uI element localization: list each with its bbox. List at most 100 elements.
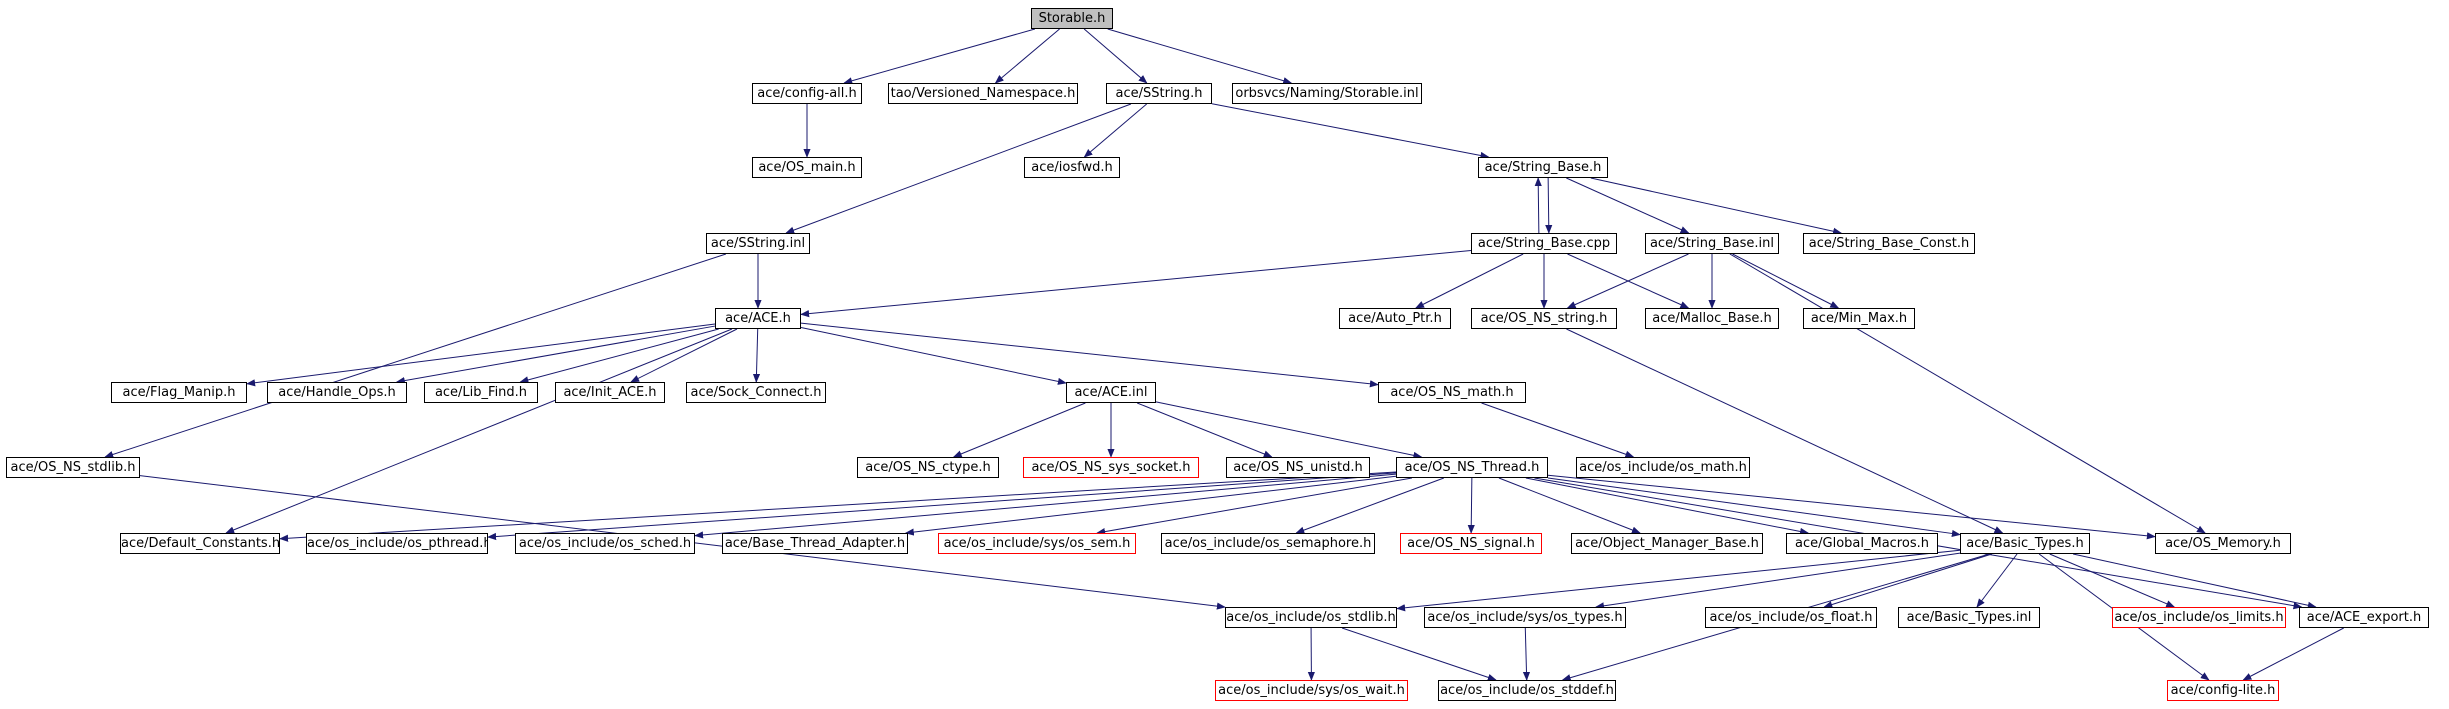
edge-ace_h-to-os_ns_math xyxy=(800,322,1379,388)
node-string-base-const-h[interactable]: ace/String_Base_Const.h xyxy=(1803,233,1975,254)
edge-string_base_inl-to-os_ns_string xyxy=(1566,253,1689,309)
edge-storable_h-to-versioned_ns xyxy=(994,28,1060,84)
node-os-wait-h[interactable]: ace/os_include/sys/os_wait.h xyxy=(1215,680,1408,701)
node-storable-inl[interactable]: orbsvcs/Naming/Storable.inl xyxy=(1232,83,1422,104)
node-ace-inl[interactable]: ace/ACE.inl xyxy=(1066,382,1156,403)
edge-basic_types_h-to-basic_types_inl xyxy=(1976,553,2018,608)
node-os-stddef-h[interactable]: ace/os_include/os_stddef.h xyxy=(1438,680,1616,701)
edge-os_ns_thread-to-os_memory xyxy=(1547,474,2156,540)
node-min-max-h[interactable]: ace/Min_Max.h xyxy=(1803,308,1915,329)
node-iosfwd-h[interactable]: ace/iosfwd.h xyxy=(1024,157,1120,178)
node-config-all-h[interactable]: ace/config-all.h xyxy=(752,83,862,104)
node-global-macros-h[interactable]: ace/Global_Macros.h xyxy=(1786,533,1938,554)
edge-ace_export-to-config_lite xyxy=(2242,627,2344,681)
edge-os_types-to-os_stddef xyxy=(1522,627,1531,681)
edge-basic_types_h-to-os_types xyxy=(1595,552,1961,610)
edge-storable_h-to-config_all xyxy=(843,28,1036,85)
node-os-limits-h[interactable]: ace/os_include/os_limits.h xyxy=(2112,607,2286,628)
edge-string_base_h-to-string_base_const xyxy=(1590,177,1843,235)
edge-string_base_cpp-to-ace_h xyxy=(800,249,1472,318)
edge-os_ns_thread-to-os_ns_signal xyxy=(1467,477,1475,534)
node-string-base-h[interactable]: ace/String_Base.h xyxy=(1478,157,1608,178)
edge-ace_h-to-flag_manip xyxy=(246,323,716,387)
node-handle-ops-h[interactable]: ace/Handle_Ops.h xyxy=(267,382,407,403)
edge-ace_h-to-sock_connect xyxy=(752,328,761,383)
node-string-base-cpp[interactable]: ace/String_Base.cpp xyxy=(1471,233,1617,254)
edge-os_ns_thread-to-object_manager_base xyxy=(1498,477,1641,534)
node-config-lite-h[interactable]: ace/config-lite.h xyxy=(2167,680,2279,701)
node-os-ns-ctype-h[interactable]: ace/OS_NS_ctype.h xyxy=(857,457,999,478)
edge-ace_inl-to-os_ns_ctype xyxy=(952,402,1086,458)
node-os-float-h[interactable]: ace/os_include/os_float.h xyxy=(1705,607,1877,628)
node-sstring-inl[interactable]: ace/SString.inl xyxy=(706,233,810,254)
node-auto-ptr-h[interactable]: ace/Auto_Ptr.h xyxy=(1339,308,1451,329)
edge-os_ns_math-to-os_math xyxy=(1481,402,1635,458)
node-os-ns-stdlib-h[interactable]: ace/OS_NS_stdlib.h xyxy=(6,457,140,478)
edge-basic_types_h-to-os_stdlib xyxy=(1396,549,1961,612)
node-versioned-namespace-h[interactable]: tao/Versioned_Namespace.h xyxy=(888,83,1078,104)
node-malloc-base-h[interactable]: ace/Malloc_Base.h xyxy=(1645,308,1779,329)
edge-os_ns_string-to-basic_types_h xyxy=(1566,328,2004,534)
edge-sstring_h-to-sstring_inl xyxy=(785,103,1132,234)
edge-string_base_inl-to-min_max xyxy=(1732,253,1840,309)
edge-os_ns_thread-to-global_macros xyxy=(1525,477,1810,535)
node-os-semaphore-h[interactable]: ace/os_include/os_semaphore.h xyxy=(1161,533,1375,554)
edge-storable_h-to-sstring_h xyxy=(1083,28,1148,84)
edge-string_base_h-to-string_base_cpp xyxy=(1545,177,1553,234)
edge-storable_h-to-storable_inl xyxy=(1107,28,1293,85)
node-object-manager-base-h[interactable]: ace/Object_Manager_Base.h xyxy=(1571,533,1763,554)
edge-string_base_cpp-to-auto_ptr xyxy=(1415,253,1524,309)
node-string-base-inl[interactable]: ace/String_Base.inl xyxy=(1645,233,1779,254)
edge-string_base_h-to-string_base_inl xyxy=(1566,177,1690,234)
node-os-stdlib-h[interactable]: ace/os_include/os_stdlib.h xyxy=(1225,607,1397,628)
node-base-thread-adapter-h[interactable]: ace/Base_Thread_Adapter.h xyxy=(722,533,908,554)
edge-os_ns_thread-to-os_sched xyxy=(694,473,1397,539)
edge-os_ns_thread-to-basic_types_h xyxy=(1547,477,1961,538)
edge-basic_types_h-to-ace_export xyxy=(2072,553,2317,609)
node-os-sem-h[interactable]: ace/os_include/sys/os_sem.h xyxy=(938,533,1136,554)
node-storable-h[interactable]: Storable.h xyxy=(1031,8,1113,29)
node-ace-h[interactable]: ace/ACE.h xyxy=(715,308,801,329)
node-init-ace-h[interactable]: ace/Init_ACE.h xyxy=(555,382,665,403)
edge-os_ns_thread-to-os_sem xyxy=(1096,477,1412,536)
edge-ace_h-to-init_ace xyxy=(630,328,738,383)
node-os-memory-h[interactable]: ace/OS_Memory.h xyxy=(2155,533,2291,554)
edge-basic_types_h-to-os_limits xyxy=(2049,553,2176,608)
node-ace-export-h[interactable]: ace/ACE_export.h xyxy=(2299,607,2429,628)
edge-sstring_h-to-iosfwd xyxy=(1083,103,1147,158)
node-os-math-h[interactable]: ace/os_include/os_math.h xyxy=(1576,457,1750,478)
node-basic-types-inl[interactable]: ace/Basic_Types.inl xyxy=(1898,607,2040,628)
edge-os_ns_thread-to-os_pthread xyxy=(487,472,1397,541)
edge-string_base_cpp-to-string_base_h xyxy=(1534,177,1542,234)
edge-basic_types_h-to-os_float xyxy=(1823,553,1992,608)
node-os-ns-thread-h[interactable]: ace/OS_NS_Thread.h xyxy=(1396,457,1548,478)
node-default-constants-h[interactable]: ace/Default_Constants.h xyxy=(120,533,280,554)
node-lib-find-h[interactable]: ace/Lib_Find.h xyxy=(424,382,538,403)
node-os-types-h[interactable]: ace/os_include/sys/os_types.h xyxy=(1424,607,1626,628)
edge-ace_h-to-handle_ops xyxy=(395,325,716,385)
edge-sstring_inl-to-os_ns_stdlib xyxy=(104,253,727,458)
node-flag-manip-h[interactable]: ace/Flag_Manip.h xyxy=(111,382,247,403)
edge-os_stdlib-to-os_stddef xyxy=(1341,627,1497,681)
node-basic-types-h[interactable]: ace/Basic_Types.h xyxy=(1960,533,2090,554)
edge-os_ns_thread-to-base_thread_adapter xyxy=(904,475,1397,536)
edge-sstring_h-to-string_base_h xyxy=(1211,103,1490,160)
node-os-ns-math-h[interactable]: ace/OS_NS_math.h xyxy=(1378,382,1526,403)
edge-os_ns_thread-to-os_semaphore xyxy=(1295,477,1444,534)
node-sock-connect-h[interactable]: ace/Sock_Connect.h xyxy=(686,382,826,403)
edge-ace_h-to-default_constants xyxy=(225,328,733,534)
edge-ace_inl-to-os_ns_unistd xyxy=(1136,402,1273,458)
edge-ace_inl-to-os_ns_thread xyxy=(1155,401,1423,459)
node-os-ns-unistd-h[interactable]: ace/OS_NS_unistd.h xyxy=(1226,457,1370,478)
node-os-ns-string-h[interactable]: ace/OS_NS_string.h xyxy=(1471,308,1617,329)
edge-ace_h-to-lib_find xyxy=(519,328,719,384)
node-os-main-h[interactable]: ace/OS_main.h xyxy=(752,157,862,178)
node-os-ns-signal-h[interactable]: ace/OS_NS_signal.h xyxy=(1400,533,1542,554)
node-os-ns-sys-socket-h[interactable]: ace/OS_NS_sys_socket.h xyxy=(1023,457,1199,478)
node-os-sched-h[interactable]: ace/os_include/os_sched.h xyxy=(515,533,695,554)
node-sstring-h[interactable]: ace/SString.h xyxy=(1106,83,1212,104)
edge-os_ns_thread-to-default_constants xyxy=(279,471,1397,542)
node-os-pthread-h[interactable]: ace/os_include/os_pthread.h xyxy=(306,533,488,554)
